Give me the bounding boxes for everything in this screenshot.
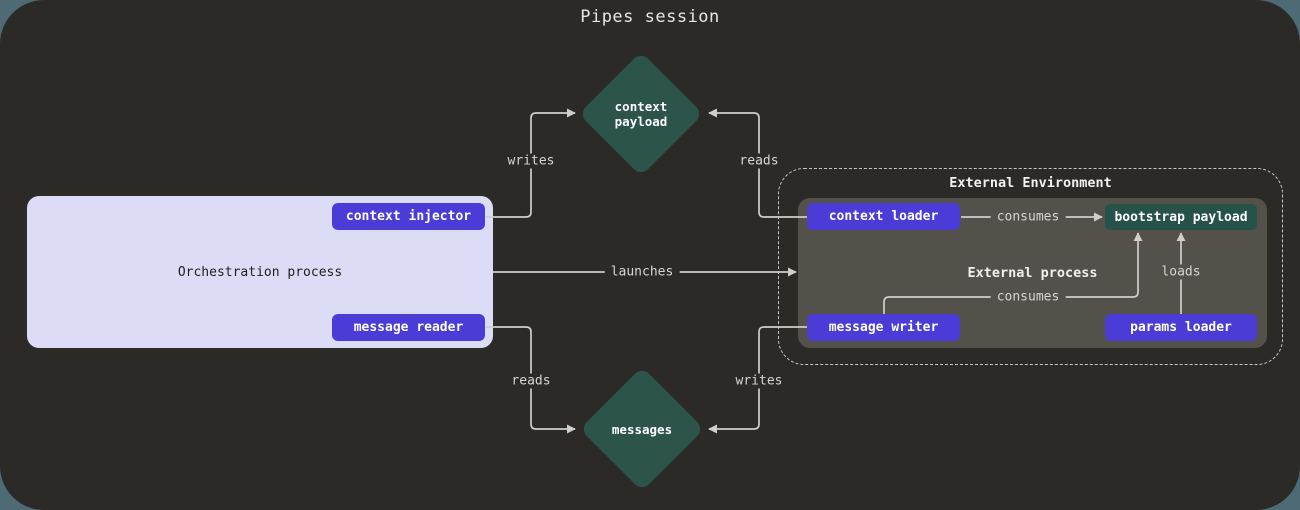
context-injector-node: context injector bbox=[332, 203, 485, 230]
edge-label-loads: loads bbox=[1155, 264, 1207, 280]
bootstrap-payload-node: bootstrap payload bbox=[1105, 204, 1257, 230]
context-payload-label: context payload bbox=[614, 99, 668, 129]
external-environment-group bbox=[778, 168, 1283, 365]
external-process-label: External process bbox=[967, 265, 1098, 281]
edge-label-reads-top: reads bbox=[733, 153, 785, 169]
edge-label-consumes-bottom: consumes bbox=[990, 289, 1066, 305]
edge-label-consumes-top: consumes bbox=[990, 209, 1066, 225]
edge-label-launches: launches bbox=[604, 264, 680, 280]
diagram-title: Pipes session bbox=[580, 7, 720, 27]
messages-label: messages bbox=[611, 421, 673, 437]
message-reader-node: message reader bbox=[332, 314, 485, 341]
external-environment-label: External Environment bbox=[949, 175, 1112, 191]
context-loader-node: context loader bbox=[807, 203, 960, 230]
params-loader-node: params loader bbox=[1105, 314, 1257, 341]
message-writer-node: message writer bbox=[807, 314, 960, 341]
orchestration-process-label: Orchestration process bbox=[177, 264, 343, 280]
edge-label-writes-bottom: writes bbox=[729, 373, 789, 389]
messages-node: messages bbox=[579, 366, 705, 492]
edge-label-writes-top: writes bbox=[501, 153, 561, 169]
context-payload-node: context payload bbox=[578, 51, 704, 177]
edge-label-reads-bottom: reads bbox=[505, 373, 557, 389]
